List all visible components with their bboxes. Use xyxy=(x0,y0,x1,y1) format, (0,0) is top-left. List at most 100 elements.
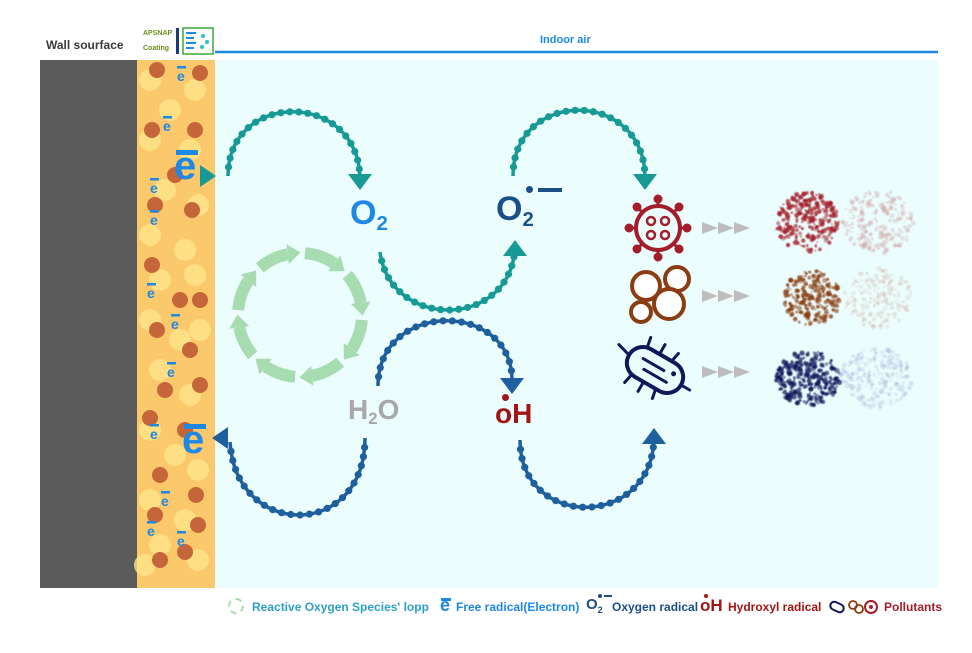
degraded-particle xyxy=(867,246,872,251)
degraded-particle xyxy=(905,298,907,301)
degraded-particle xyxy=(793,368,797,372)
arc-radical-to-pollutant-bead xyxy=(529,123,537,131)
degraded-particle xyxy=(834,282,837,284)
degraded-particle xyxy=(895,364,898,367)
arc-water-to-electron-bead xyxy=(350,479,358,487)
degraded-particle xyxy=(830,301,835,306)
degraded-particle xyxy=(905,286,911,291)
arc-electron-to-oxygen-bead xyxy=(351,147,359,156)
degraded-particle xyxy=(789,231,794,236)
electron-bar xyxy=(177,531,186,534)
degraded-particle xyxy=(908,212,914,217)
degraded-particle xyxy=(904,307,909,313)
coating-light-particle xyxy=(184,264,206,286)
degraded-particle xyxy=(894,300,898,304)
degraded-particle xyxy=(902,279,905,282)
degraded-particle xyxy=(890,363,893,365)
degraded-particle xyxy=(794,291,796,294)
wall-surface-label: Wall sourface xyxy=(46,38,124,52)
degraded-particle xyxy=(874,387,877,390)
degraded-particle xyxy=(846,300,850,304)
degraded-particle xyxy=(863,404,867,407)
degraded-particle xyxy=(898,319,901,323)
coating-brown-particle xyxy=(167,167,183,183)
coating-light-particle xyxy=(164,444,186,466)
arc-water-to-hydroxyl-bead xyxy=(389,339,397,347)
arc-water-to-hydroxyl-bead xyxy=(374,373,383,381)
degraded-particle xyxy=(819,282,822,285)
degraded-particle xyxy=(848,224,851,227)
degraded-particle xyxy=(817,401,820,405)
degraded-particle xyxy=(794,400,801,406)
degraded-particle xyxy=(892,232,896,235)
electron-bar xyxy=(163,116,172,119)
degraded-particle xyxy=(871,357,876,361)
degraded-particle xyxy=(816,396,822,402)
degraded-particle xyxy=(863,349,866,352)
arc-radical-to-pollutant-bead xyxy=(580,106,588,115)
degraded-particle xyxy=(897,318,900,321)
coating-brown-particle xyxy=(187,122,203,138)
degraded-particle xyxy=(815,193,818,196)
arc-electron-to-oxygen-bead xyxy=(229,145,237,154)
degraded-particle xyxy=(817,208,822,213)
arc-water-to-hydroxyl-bead xyxy=(421,320,429,328)
degraded-particle xyxy=(811,279,816,284)
degraded-particle xyxy=(813,223,816,226)
degraded-particle xyxy=(911,220,916,226)
arc-water-to-hydroxyl-bead xyxy=(448,317,456,325)
arc-hydroxyl-to-pollutant-bead xyxy=(588,503,596,511)
degraded-particle xyxy=(815,218,818,221)
coating-light-particle xyxy=(189,319,211,341)
degraded-particle xyxy=(814,249,817,252)
degraded-particle xyxy=(851,212,853,215)
degraded-particle xyxy=(831,223,833,225)
oxygen-radical-label: O2 xyxy=(496,186,562,231)
degraded-particle xyxy=(849,384,855,390)
electron-bar xyxy=(150,424,159,427)
degraded-particle xyxy=(882,250,887,256)
degraded-particle xyxy=(861,353,864,356)
degraded-particle xyxy=(794,288,800,293)
degraded-particle xyxy=(793,204,798,209)
degraded-particle xyxy=(800,300,804,304)
degraded-particle xyxy=(884,272,889,277)
degraded-particle xyxy=(785,308,791,314)
degraded-particle xyxy=(790,360,794,364)
arc-hydroxyl-to-pollutant-bead xyxy=(521,463,529,471)
arc-hydroxyl-to-pollutant-bead xyxy=(518,454,526,463)
degraded-particle xyxy=(784,304,787,308)
degraded-particle xyxy=(882,354,887,359)
degraded-particle xyxy=(859,207,864,212)
degraded-particle xyxy=(878,405,882,410)
degraded-particle xyxy=(892,294,896,298)
degraded-particle xyxy=(829,377,834,382)
degraded-particle xyxy=(787,286,790,289)
degraded-particle xyxy=(890,228,895,233)
degraded-particle xyxy=(857,215,861,218)
degraded-particle xyxy=(802,386,805,389)
degraded-particle xyxy=(871,237,874,241)
arc-radical-to-pollutant-bead xyxy=(509,163,518,171)
degraded-particle xyxy=(803,301,806,303)
degraded-particle xyxy=(869,382,874,387)
degraded-particle xyxy=(844,232,849,236)
degraded-particle xyxy=(787,371,793,377)
arc-water-to-hydroxyl-bead xyxy=(507,367,515,375)
arc-water-to-electron-bead xyxy=(269,506,277,514)
degraded-particle xyxy=(894,203,897,206)
degraded-particle xyxy=(884,247,890,252)
degraded-particle xyxy=(831,386,836,390)
degraded-particle xyxy=(786,218,790,222)
degraded-particle xyxy=(800,244,803,247)
degraded-particle xyxy=(834,294,839,299)
degraded-pollutants xyxy=(774,190,916,410)
degraded-particle xyxy=(809,190,815,195)
degraded-particle xyxy=(794,207,800,213)
degraded-particle xyxy=(833,378,836,381)
electron-bar xyxy=(147,521,156,524)
legend: Reactive Oxygen Species' lopp e Free rad… xyxy=(228,594,958,620)
degraded-particle xyxy=(855,285,858,288)
degraded-particle xyxy=(880,372,884,376)
degraded-particle xyxy=(873,374,876,378)
